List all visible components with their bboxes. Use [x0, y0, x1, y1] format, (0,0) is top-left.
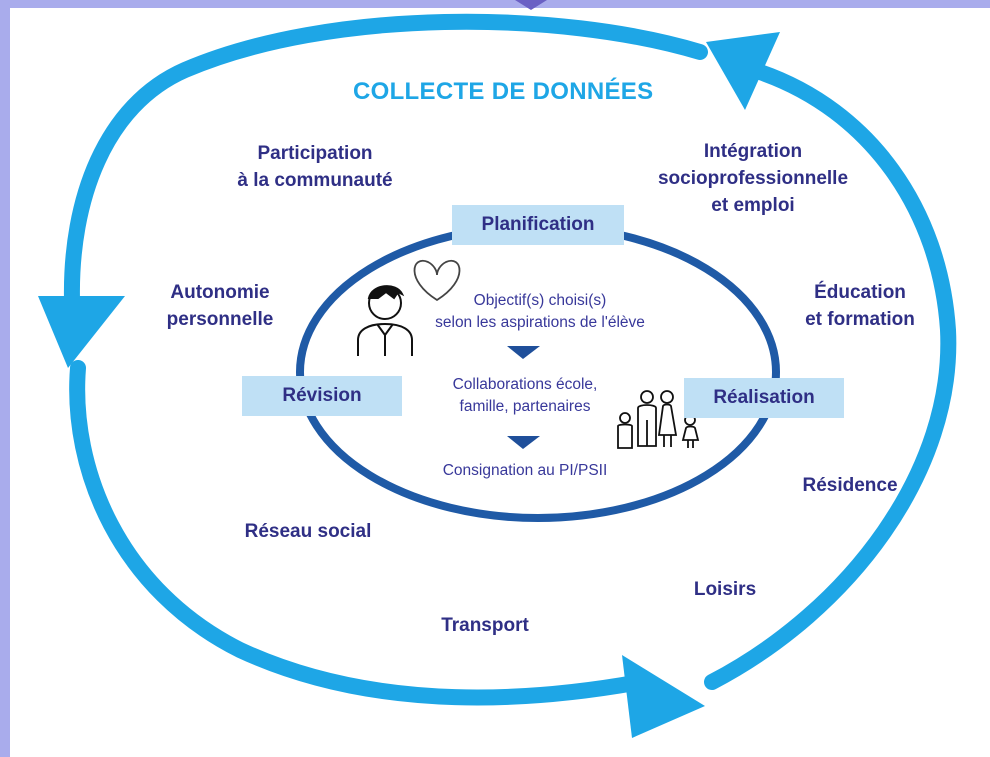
center-step-collaborations-text: Collaborations école, famille, partenair… — [452, 376, 598, 415]
outer-cycle-arrowhead-bottom — [622, 655, 705, 738]
center-step-consignation: Consignation au PI/PSII — [442, 462, 608, 479]
domain-autonomie-label: Autonomie personnelle — [130, 279, 310, 333]
stage-realisation: Réalisation — [684, 378, 844, 418]
domain-integration-label: Intégration socioprofessionnelle et empl… — [648, 138, 858, 219]
top-notch-marker — [515, 0, 547, 10]
outer-cycle-arrowhead-left — [38, 296, 125, 368]
cycle-title: COLLECTE DE DONNÉES — [353, 78, 654, 105]
domain-residence-label: Résidence — [802, 475, 898, 496]
domain-participation-label: Participation à la communauté — [220, 140, 410, 194]
domain-loisirs-label: Loisirs — [693, 579, 757, 600]
stage-revision: Révision — [242, 376, 402, 416]
domain-transport-label: Transport — [441, 615, 529, 636]
domain-integration-text: Intégration socioprofessionnelle et empl… — [657, 141, 849, 216]
center-step-objectifs-text: Objectif(s) choisi(s) selon les aspirati… — [435, 292, 645, 331]
outer-cycle-arc-right — [704, 64, 957, 690]
domain-education-label: Éducation et formation — [770, 279, 950, 333]
domain-education-text: Éducation et formation — [805, 282, 915, 330]
center-step-collaborations: Collaborations école, famille, partenair… — [425, 374, 625, 418]
down-arrow-icon — [507, 346, 540, 359]
domain-reseau-label: Réseau social — [244, 521, 372, 542]
domain-participation-text: Participation à la communauté — [237, 143, 393, 191]
student-icon — [357, 285, 413, 356]
center-step-objectifs: Objectif(s) choisi(s) selon les aspirati… — [405, 290, 675, 334]
stage-planification: Planification — [452, 205, 624, 245]
outer-cycle-arc-bottom — [69, 360, 648, 706]
outer-cycle-arc-top — [63, 13, 708, 308]
domain-autonomie-text: Autonomie personnelle — [166, 282, 274, 330]
down-arrow-icon — [507, 436, 540, 449]
heart-icon — [413, 259, 461, 302]
outer-cycle-arrowhead-top — [706, 32, 780, 110]
